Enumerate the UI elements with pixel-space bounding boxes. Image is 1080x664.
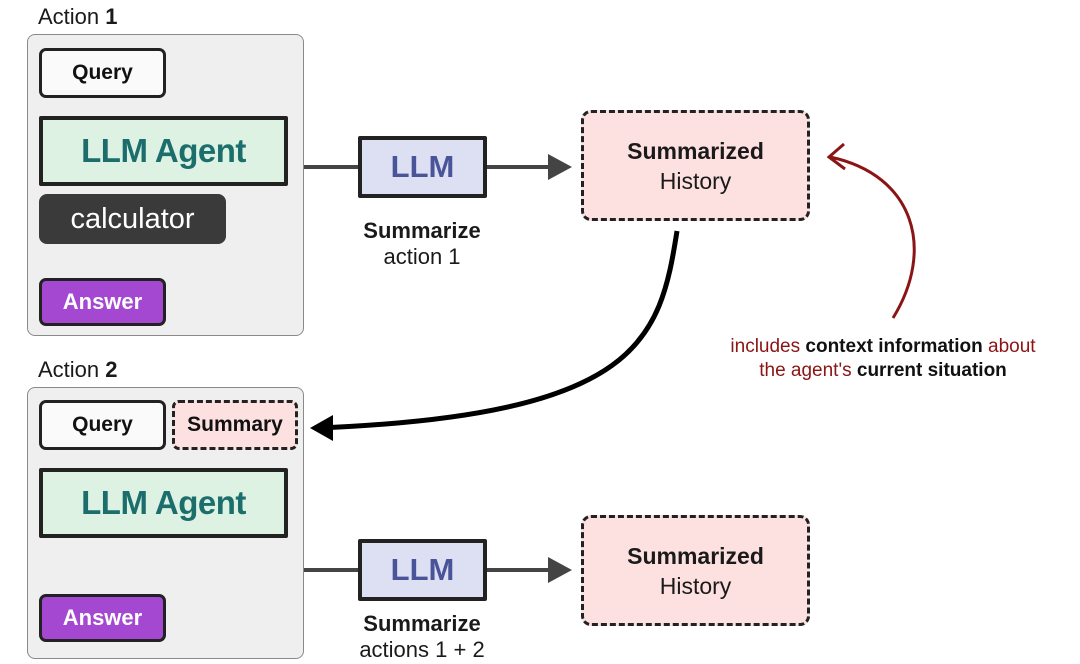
history-to-summary-curve <box>317 230 680 431</box>
summarized-history-2: Summarized History <box>581 515 810 626</box>
action-1-calculator-tool: calculator <box>39 194 226 244</box>
summarized-history-1: Summarized History <box>581 110 810 221</box>
summarized-history-1-rest: History <box>659 167 732 194</box>
action-1-query-box: Query <box>39 48 166 98</box>
summarize-caption-1-bold: Summarize <box>363 218 481 243</box>
summarize-caption-1: Summarize action 1 <box>322 218 522 270</box>
context-annotation: includes context information about the a… <box>690 335 1076 383</box>
action-1-llm-agent-label: LLM Agent <box>81 132 246 169</box>
annotation-arrowhead <box>826 142 846 171</box>
history-to-summary-arrowhead <box>310 415 333 441</box>
summarize-caption-1-rest: action 1 <box>383 244 461 269</box>
summarized-history-1-bold: Summarized <box>627 137 764 164</box>
action-1-title: Action 1 <box>38 4 118 30</box>
annotation-part-1: includes <box>730 336 806 357</box>
action-2-answer-label: Answer <box>62 605 143 630</box>
action-1-answer-label: Answer <box>62 289 143 314</box>
annotation-part-5: current situation <box>856 360 1007 381</box>
llm-box-2: LLM <box>358 539 487 601</box>
action-2-summary-chip: Summary <box>172 400 298 450</box>
llm-box-1-label: LLM <box>390 149 455 184</box>
action-1-query-label: Query <box>72 61 133 84</box>
action-1-calculator-label: calculator <box>70 202 195 235</box>
action-2-query-label: Query <box>72 413 133 436</box>
summarized-history-2-bold: Summarized <box>627 542 764 569</box>
action-2-llm-agent-label: LLM Agent <box>81 484 246 521</box>
action-2-llm-agent-box: LLM Agent <box>39 468 288 538</box>
action-2-summary-label: Summary <box>187 413 283 436</box>
context-annotation-line-2: the agent's current situation <box>690 359 1076 383</box>
summarize-caption-2: Summarize actions 1 + 2 <box>322 611 522 663</box>
llm-box-1: LLM <box>358 136 487 198</box>
annotation-curve <box>829 155 916 319</box>
summarize-caption-2-bold: Summarize <box>363 611 481 636</box>
llm-box-2-label: LLM <box>390 552 455 587</box>
summarize-caption-2-rest: actions 1 + 2 <box>359 637 485 662</box>
action-2-title-number: 2 <box>105 357 118 382</box>
action-2-answer-box: Answer <box>39 594 166 642</box>
annotation-part-2: context information <box>805 336 983 357</box>
annotation-part-4: the agent's <box>759 360 857 381</box>
summarized-history-2-rest: History <box>659 572 732 599</box>
annotation-part-3: about <box>982 336 1036 357</box>
action-1-title-prefix: Action <box>38 4 106 29</box>
action-2-title: Action 2 <box>38 357 118 383</box>
action-2-query-box: Query <box>39 400 166 450</box>
llm-to-history-arrowhead-1 <box>548 154 572 180</box>
context-annotation-line-1: includes context information about <box>690 335 1076 359</box>
action-2-title-prefix: Action <box>38 357 106 382</box>
action-1-answer-box: Answer <box>39 278 166 326</box>
action-1-llm-agent-box: LLM Agent <box>39 116 288 186</box>
action-1-title-number: 1 <box>105 4 118 29</box>
llm-to-history-arrowhead-2 <box>548 557 572 583</box>
